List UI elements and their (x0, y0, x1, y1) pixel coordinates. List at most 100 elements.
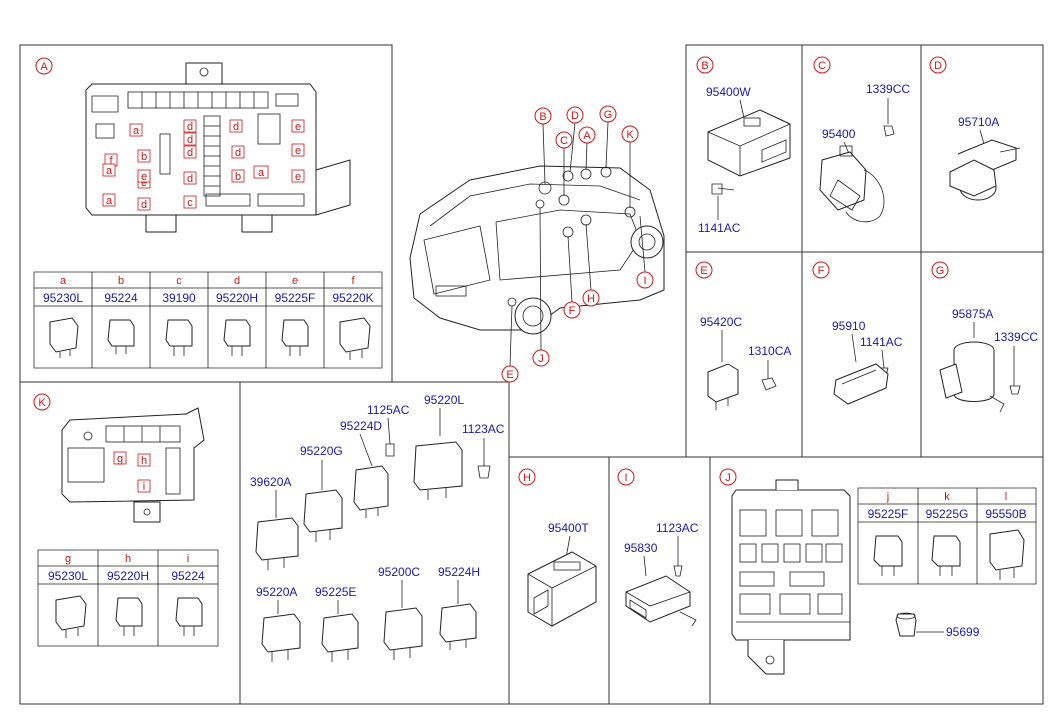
fuse-box-k-drawing (61, 407, 205, 523)
panel-k-label: K (38, 397, 46, 409)
svg-text:95830: 95830 (624, 541, 658, 555)
panel-g: G 95875A 1339CC (931, 261, 1038, 413)
svg-text:J: J (538, 353, 544, 365)
svg-text:h: h (125, 553, 131, 565)
svg-text:d: d (187, 121, 193, 133)
svg-text:E: E (700, 265, 707, 277)
svg-text:95710A: 95710A (958, 115, 999, 129)
svg-text:95400T: 95400T (548, 521, 589, 535)
svg-text:a: a (133, 125, 140, 137)
svg-text:E: E (506, 369, 513, 381)
svg-text:i: i (143, 481, 145, 493)
svg-text:1310CA: 1310CA (748, 344, 791, 358)
svg-text:95420C: 95420C (700, 315, 742, 329)
vehicle-callouts: B D G C A K F H I E J (501, 105, 654, 383)
svg-text:b: b (141, 151, 147, 163)
svg-text:D: D (571, 110, 579, 122)
svg-text:c: c (187, 197, 193, 209)
panel-i: I 1123AC 95830 (617, 468, 699, 627)
vehicle-drawing (409, 165, 665, 335)
panel-k: K g h i g h i 95230L 95220H 95224 (33, 393, 219, 647)
svg-text:C: C (818, 60, 826, 72)
svg-text:95230L: 95230L (48, 569, 88, 583)
fuse-box-a-drawing (85, 62, 351, 233)
svg-text:95224D: 95224D (340, 419, 382, 433)
svg-text:F: F (569, 305, 576, 317)
panel-relays: 1125AC 95220L 95224D 1123AC 95220G 39620… (250, 393, 505, 662)
panel-h: H 95400T (518, 468, 597, 627)
table-a-part: 95230L (43, 291, 83, 305)
svg-text:e: e (141, 171, 147, 183)
svg-text:95400W: 95400W (706, 85, 751, 99)
svg-text:H: H (523, 472, 531, 484)
svg-text:95220H: 95220H (107, 569, 149, 583)
svg-text:I: I (643, 275, 646, 287)
panel-d: D 95710A (929, 56, 1021, 201)
panel-k-table: g h i 95230L 95220H 95224 (37, 549, 219, 647)
svg-text:95910: 95910 (832, 319, 866, 333)
svg-text:e: e (141, 177, 147, 189)
table-a-ref: d (234, 275, 240, 287)
table-a-ref: e (292, 275, 298, 287)
svg-text:d: d (187, 147, 193, 159)
svg-text:d: d (187, 134, 193, 146)
table-a-ref: a (60, 275, 67, 287)
svg-text:g: g (117, 453, 123, 465)
table-a-part: 95220K (332, 291, 373, 305)
svg-text:G: G (936, 265, 945, 277)
panel-a: A (33, 57, 383, 369)
panel-j: J j k (719, 468, 1037, 675)
table-a-part: 95224 (104, 291, 138, 305)
panel-a-label: A (40, 61, 48, 73)
svg-text:95220A: 95220A (256, 585, 297, 599)
svg-text:39620A: 39620A (250, 475, 291, 489)
svg-text:d: d (141, 199, 147, 211)
table-a-ref: f (351, 275, 355, 287)
svg-text:95225F: 95225F (868, 507, 909, 521)
table-a-part: 95220H (216, 291, 258, 305)
panel-b: B 95400W 1141AC (696, 56, 791, 235)
svg-text:k: k (944, 491, 950, 503)
svg-text:I: I (624, 472, 627, 484)
svg-text:b: b (235, 171, 241, 183)
svg-text:d: d (235, 147, 241, 159)
svg-text:e: e (295, 121, 301, 133)
svg-text:1123AC: 1123AC (462, 422, 505, 436)
svg-text:95875A: 95875A (952, 307, 993, 321)
svg-text:1125AC: 1125AC (367, 403, 410, 417)
panel-j-table: j k l 95225F 95225G 95550B (857, 487, 1037, 585)
svg-text:B: B (539, 111, 546, 123)
svg-text:95220G: 95220G (300, 444, 343, 458)
junction-box-drawing (731, 479, 851, 675)
svg-text:95550B: 95550B (985, 507, 1026, 521)
svg-text:h: h (141, 455, 147, 467)
svg-text:95224: 95224 (171, 569, 205, 583)
svg-text:G: G (604, 109, 613, 121)
svg-text:e: e (295, 145, 301, 157)
table-a-part: 95225F (275, 291, 316, 305)
fuse-box-a-labels: a f a b e a d d d c d e e d e b a e d d (102, 119, 305, 211)
svg-text:K: K (626, 129, 634, 141)
svg-text:f: f (109, 155, 113, 167)
svg-text:B: B (701, 60, 708, 72)
svg-text:95225E: 95225E (315, 585, 356, 599)
svg-text:95400: 95400 (822, 127, 856, 141)
svg-text:1141AC: 1141AC (698, 221, 741, 235)
svg-text:A: A (583, 130, 591, 142)
svg-text:a: a (106, 165, 113, 177)
svg-text:a: a (258, 167, 265, 179)
table-a-ref: b (118, 275, 124, 287)
panel-e: E 95420C 1310CA (695, 261, 791, 410)
svg-text:l: l (1005, 491, 1007, 503)
svg-text:i: i (187, 553, 189, 565)
panel-a-table: a b c d e f 95230L 95224 39190 95220H 95… (33, 271, 383, 369)
svg-text:1123AC: 1123AC (656, 521, 699, 535)
svg-text:H: H (587, 293, 595, 305)
panel-c: C 1339CC 95400 (813, 56, 910, 223)
svg-text:g: g (65, 553, 71, 565)
svg-text:1141AC: 1141AC (860, 335, 903, 349)
svg-text:95224H: 95224H (438, 565, 480, 579)
table-a-part: 39190 (162, 291, 196, 305)
svg-text:d: d (187, 173, 193, 185)
